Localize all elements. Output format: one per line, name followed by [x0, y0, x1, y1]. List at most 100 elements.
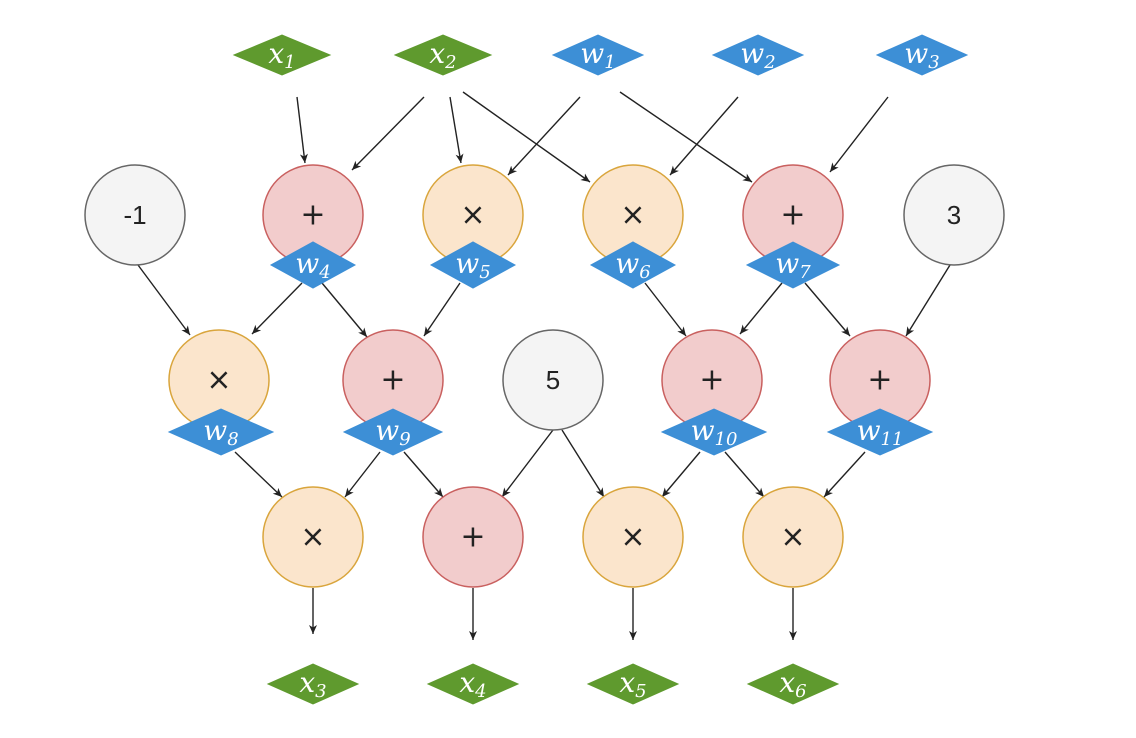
edge-arrow [644, 282, 687, 337]
operator-symbol: × [780, 520, 805, 555]
node-circle [502, 329, 604, 431]
mul-node-m5: × [582, 486, 684, 588]
operator-symbol: × [300, 520, 325, 555]
operator-symbol: × [460, 198, 485, 233]
edge-arrow [507, 96, 581, 176]
constant-node-c3: 5 [502, 329, 604, 431]
variable-diamond [746, 663, 840, 705]
variable-w9: w9 [342, 408, 444, 456]
edge-arrow [661, 451, 701, 498]
operator-symbol: + [780, 198, 805, 233]
edges [137, 91, 951, 640]
edge-arrow [561, 429, 605, 498]
node-circle [262, 486, 364, 588]
variable-label: x3 [299, 666, 326, 702]
variable-w10: w10 [660, 408, 768, 456]
variable-label: w7 [775, 247, 811, 283]
mul-node-m3: × [168, 329, 270, 431]
edge-arrow [669, 96, 739, 176]
variable-diamond [551, 34, 645, 76]
variable-label: w3 [904, 37, 939, 73]
variable-diamond [711, 34, 805, 76]
variable-w4: w4 [269, 241, 357, 289]
operator-symbol: × [620, 520, 645, 555]
edge-arrow [344, 451, 381, 498]
variable-label: x2 [429, 37, 456, 73]
edge-arrow [403, 451, 444, 498]
variable-label: x1 [268, 37, 295, 73]
variable-x3: x3 [266, 663, 360, 705]
variable-w8: w8 [167, 408, 275, 456]
add-node-a5: + [829, 329, 931, 431]
edge-arrow [351, 96, 425, 171]
node-circle [582, 486, 684, 588]
variable-x2: x2 [393, 34, 493, 76]
operator-symbol: + [300, 198, 325, 233]
variable-diamond [589, 241, 677, 289]
variable-label: w2 [740, 37, 775, 73]
operator-symbol: + [380, 363, 405, 398]
edge-arrow [296, 96, 308, 164]
add-node-a1: + [262, 164, 364, 266]
edge-arrow [619, 91, 753, 183]
variable-diamond [660, 408, 768, 456]
constant-label: 5 [546, 365, 560, 395]
operator-symbol: × [620, 198, 645, 233]
variable-w3: w3 [875, 34, 969, 76]
variable-x1: x1 [232, 34, 332, 76]
variable-label: x4 [459, 666, 486, 702]
node-circle [84, 164, 186, 266]
operator-symbol: + [699, 363, 724, 398]
edge-arrow [823, 451, 866, 498]
node-circle [422, 486, 524, 588]
variable-label: w1 [580, 37, 615, 73]
variable-diamond [426, 663, 520, 705]
edge-arrow [905, 264, 951, 337]
variable-diamond [232, 34, 332, 76]
variable-label: w6 [615, 247, 650, 283]
add-node-a2: + [742, 164, 844, 266]
add-node-a4: + [661, 329, 763, 431]
edge-arrow [724, 451, 765, 498]
constant-label: -1 [123, 200, 146, 230]
edge-arrow [234, 451, 283, 498]
variable-diamond [342, 408, 444, 456]
variable-label: w4 [295, 247, 330, 283]
variable-diamond [745, 241, 841, 289]
variable-label: w8 [203, 414, 238, 450]
mul-node-m4: × [262, 486, 364, 588]
variable-label: w9 [375, 414, 410, 450]
add-node-a6: + [422, 486, 524, 588]
operator-symbol: × [206, 363, 231, 398]
variable-diamond [167, 408, 275, 456]
variable-diamond [269, 241, 357, 289]
mul-node-m2: × [582, 164, 684, 266]
variable-x6: x6 [746, 663, 840, 705]
edge-arrow [449, 96, 464, 164]
variable-x5: x5 [586, 663, 680, 705]
edge-arrow [739, 282, 783, 335]
edge-arrow [829, 96, 889, 173]
edge-arrow [501, 429, 554, 498]
variable-x4: x4 [426, 663, 520, 705]
constant-node-c1: -1 [84, 164, 186, 266]
variable-diamond [586, 663, 680, 705]
variable-w11: w11 [826, 408, 934, 456]
edge-arrow [804, 282, 851, 337]
variable-w7: w7 [745, 241, 841, 289]
edge-arrow [321, 282, 368, 338]
operator-symbol: + [460, 520, 485, 555]
edge-arrow [423, 282, 461, 337]
edge-arrow [462, 91, 591, 183]
variable-label: w10 [691, 414, 738, 450]
add-node-a3: + [342, 329, 444, 431]
node-circle [903, 164, 1005, 266]
edge-arrow [251, 282, 303, 335]
operator-symbol: + [867, 363, 892, 398]
node-circle [742, 486, 844, 588]
variable-label: x6 [779, 666, 806, 702]
variable-diamond [875, 34, 969, 76]
